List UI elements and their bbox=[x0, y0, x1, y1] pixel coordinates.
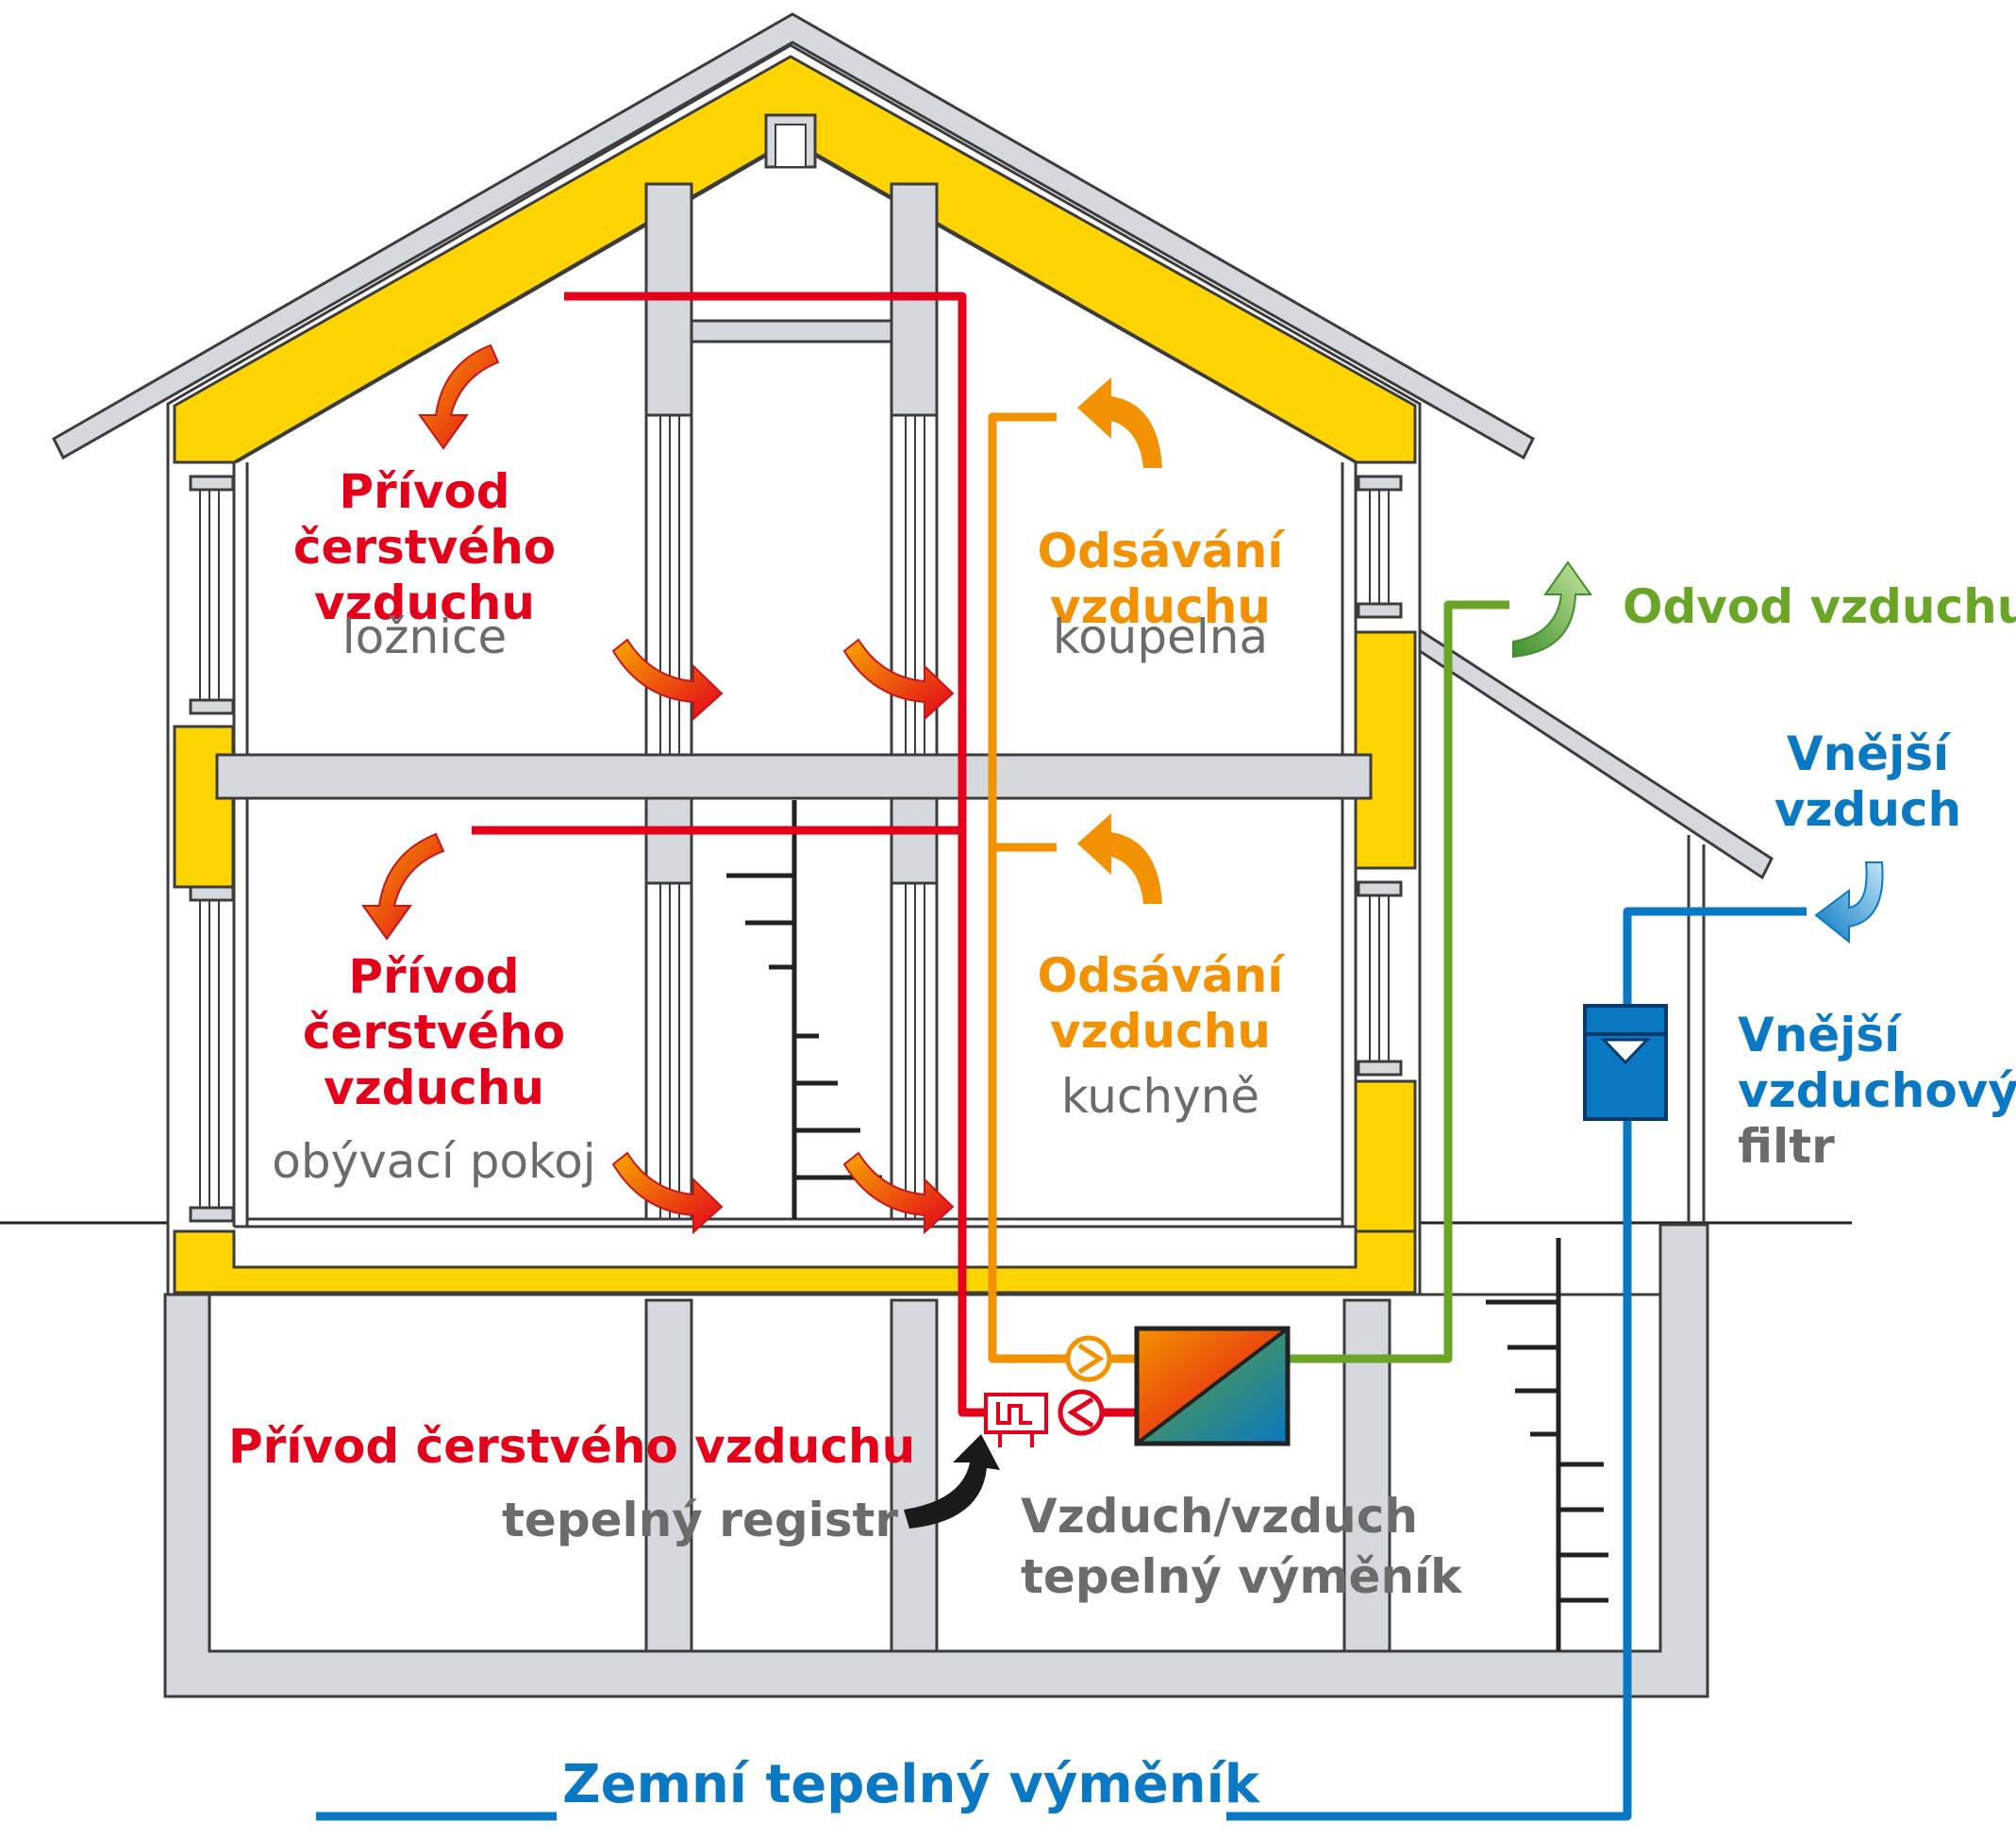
kitchen-extract-label: Odsávání vzduchu bbox=[1037, 948, 1284, 1059]
inner-walls bbox=[232, 140, 1358, 1228]
basement-supply-label: Přívod čerstvého vzduchu bbox=[228, 1419, 916, 1474]
heating-register-label: tepelný registr bbox=[502, 1493, 899, 1547]
living-supply-label: Přívod čerstvého vzduchu bbox=[302, 949, 566, 1115]
heat-exchanger-label-2: tepelný výměník bbox=[1021, 1549, 1462, 1604]
extract-arrows bbox=[1077, 377, 1162, 904]
side-windows bbox=[189, 475, 1403, 1223]
fan-icon bbox=[1065, 1335, 1112, 1382]
bedroom-supply-label: Přívod čerstvého vzduchu bbox=[292, 464, 557, 630]
bath-extract-label: Odsávání vzduchu bbox=[1037, 524, 1284, 634]
supply-arrows bbox=[361, 343, 955, 1235]
roof bbox=[52, 12, 1535, 460]
outside-air-label: Vnější vzduch bbox=[1774, 727, 1962, 837]
bath-room-label: koupelna bbox=[1052, 610, 1269, 664]
heat-exchanger-label-1: Vzduch/vzduch bbox=[1021, 1489, 1418, 1544]
outside-filter-word: filtr bbox=[1738, 1119, 1835, 1174]
outside-filter-label: Vnější vzduchový bbox=[1738, 1008, 2016, 1118]
living-room-label: obývací pokoj bbox=[272, 1134, 596, 1189]
exhaust-arrow bbox=[1512, 560, 1592, 659]
kitchen-room-label: kuchyně bbox=[1060, 1069, 1260, 1124]
extract-duct bbox=[988, 412, 1137, 1363]
heating-register-icon bbox=[984, 1393, 1048, 1447]
heat-exchanger-icon bbox=[1134, 1326, 1291, 1446]
exhaust-label: Odvod vzduchu bbox=[1623, 579, 2016, 634]
ground-exchanger-label: Zemní tepelný výměník bbox=[562, 1754, 1260, 1815]
outside-arrow bbox=[1814, 861, 1884, 944]
fan-icon bbox=[1058, 1389, 1105, 1436]
filter-icon bbox=[1583, 1004, 1668, 1121]
floor-slab bbox=[215, 753, 1373, 800]
bedroom-room-label: ložnice bbox=[342, 610, 508, 664]
basement-stairs bbox=[1486, 1238, 1608, 1651]
exhaust-duct bbox=[1288, 600, 1509, 1363]
